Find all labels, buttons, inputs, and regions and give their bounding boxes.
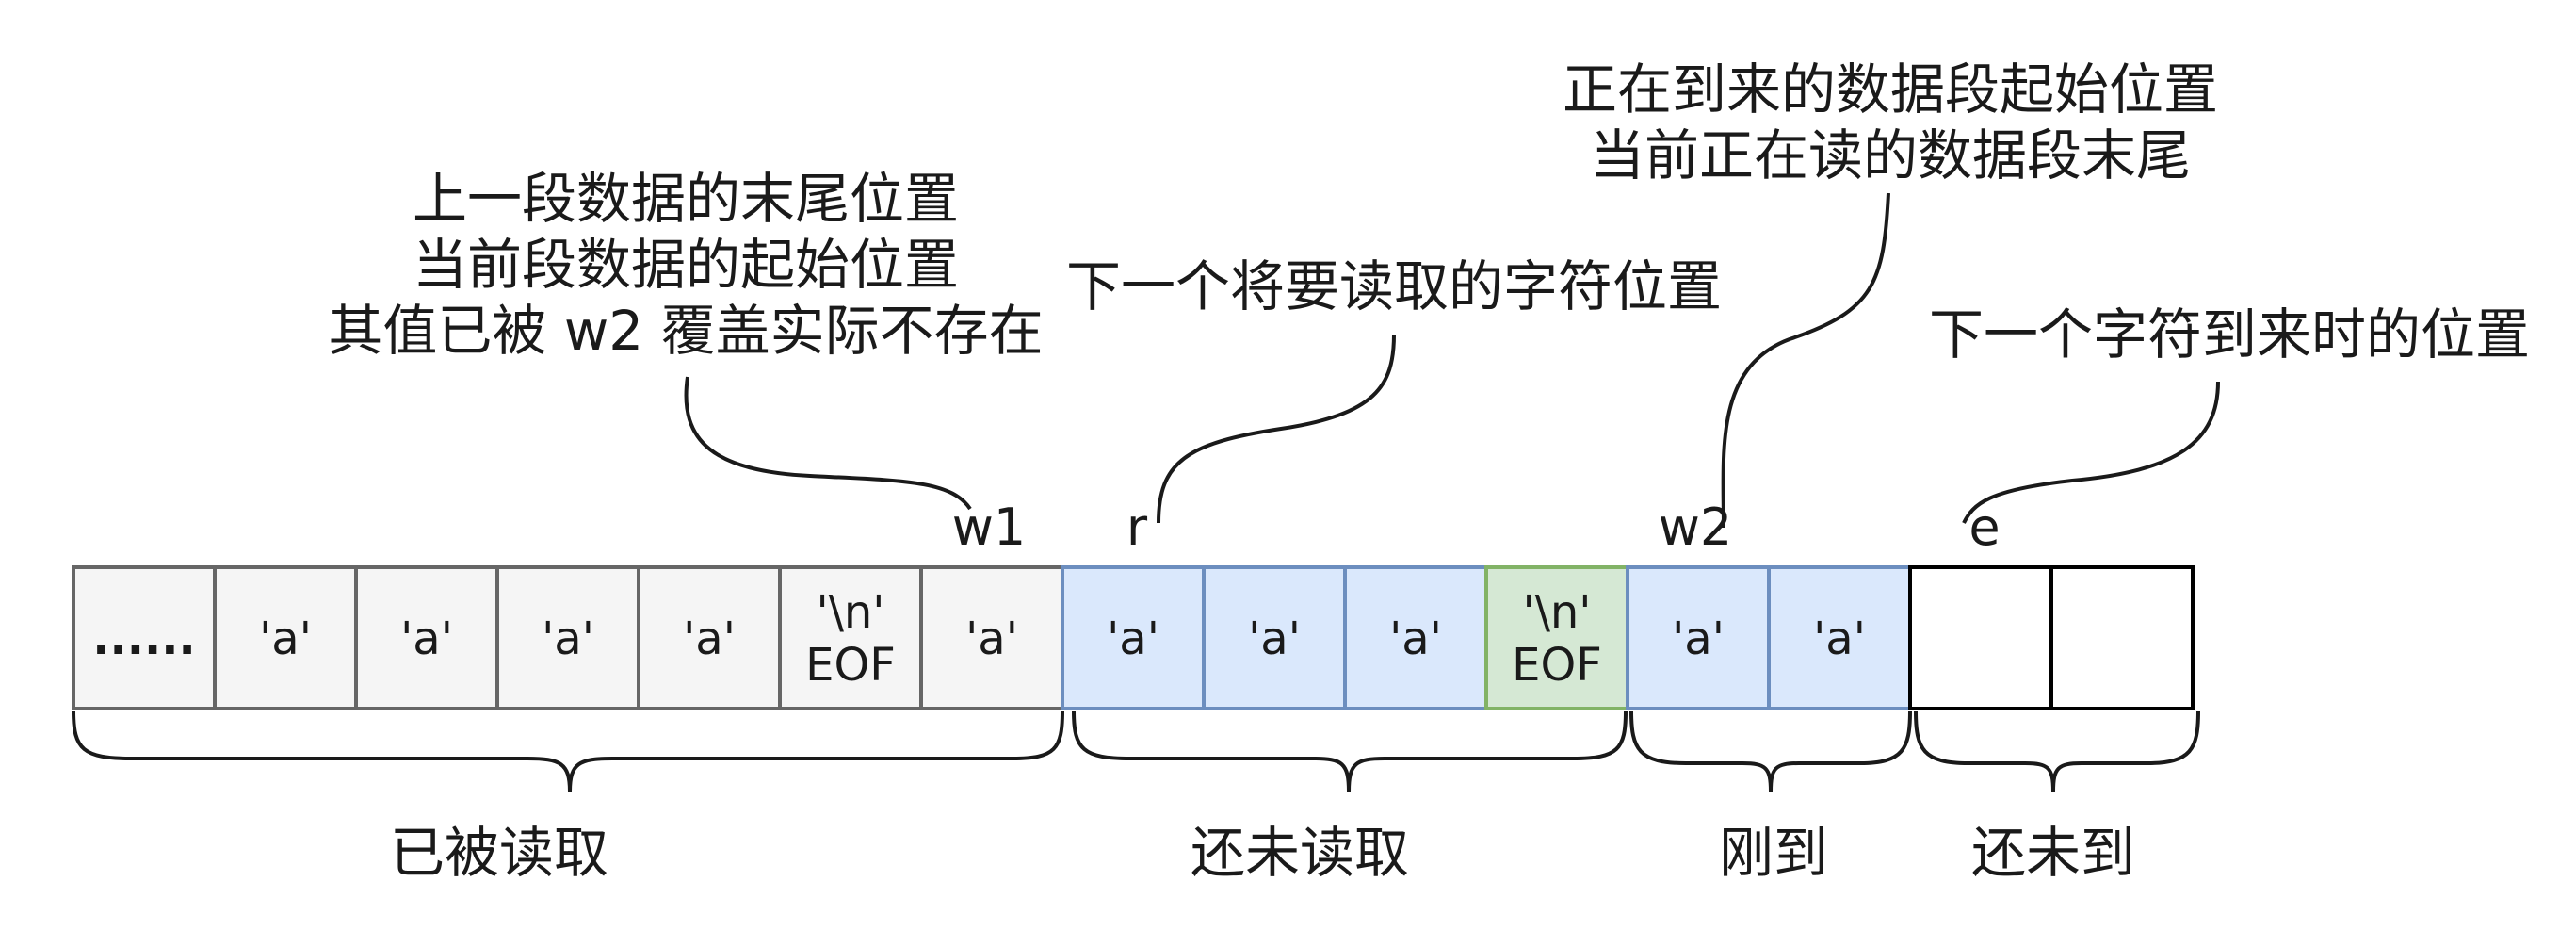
buffer-cell-box	[1061, 565, 1206, 710]
brace-read	[72, 710, 1064, 792]
group-label-just-arrived: 刚到	[1719, 821, 1828, 885]
r-annotation-line-1: 下一个将要读取的字符位置	[1066, 254, 1722, 318]
buffer-cell-box	[1626, 565, 1771, 710]
buffer-cell-label: 'a'	[1389, 612, 1442, 665]
buffer-cell: 'a'	[1061, 565, 1206, 710]
buffer-cell-box	[637, 565, 782, 710]
buffer-cell: 'a'	[213, 565, 358, 710]
buffer-cell-label: '\n'	[1523, 586, 1592, 639]
buffer-cell-box	[354, 565, 499, 710]
buffer-cell-box	[1908, 565, 2053, 710]
buffer-cell-box	[72, 565, 217, 710]
pointer-r: r	[1126, 498, 1148, 557]
buffer-cell: 'a'	[1767, 565, 1912, 710]
buffer-cell-label: 'a'	[1813, 612, 1866, 665]
group-label-read: 已被读取	[390, 821, 608, 885]
buffer-cell: ......	[72, 565, 217, 710]
buffer-cell	[1908, 565, 2053, 710]
buffer-cell: 'a'	[637, 565, 782, 710]
pointer-w2: w2	[1659, 498, 1733, 557]
buffer-cell-label: ......	[92, 612, 195, 665]
buffer-cell-box	[1343, 565, 1488, 710]
buffer-cell: '\n'EOF	[778, 565, 923, 710]
buffer-cell-label: 'a'	[542, 612, 594, 665]
buffer-cell-label: 'a'	[1107, 612, 1159, 665]
w1-annotation-line-1: 上一段数据的末尾位置	[413, 167, 959, 231]
w2-annotation-line-1: 正在到来的数据段起始位置	[1563, 57, 2218, 122]
buffer-cell: '\n'EOF	[1484, 565, 1629, 710]
buffer-cell: 'a'	[919, 565, 1064, 710]
brace-just-arrived	[1629, 710, 1912, 792]
group-label-not-arrived: 还未到	[1971, 821, 2135, 885]
pointer-w1: w1	[952, 498, 1027, 557]
w2-annotation-connector	[1721, 192, 1890, 529]
buffer-cells: ......'a''a''a''a''\n'EOF'a''a''a''a''\n…	[72, 565, 2195, 710]
buffer-cell-box	[1767, 565, 1912, 710]
buffer-cell-label: EOF	[1512, 639, 1602, 692]
buffer-cell	[2049, 565, 2195, 710]
buffer-cell-label: 'a'	[1672, 612, 1725, 665]
buffer-cell-label: 'a'	[259, 612, 312, 665]
brace-unread	[1072, 710, 1628, 792]
buffer-cell-label: 'a'	[1248, 612, 1301, 665]
w2-annotation-line-2: 当前正在读的数据段末尾	[1590, 123, 2191, 188]
buffer-cell-label: '\n'	[817, 586, 885, 639]
buffer-cell-box	[213, 565, 358, 710]
buffer-cell-box	[778, 565, 923, 710]
w1-annotation-connector	[684, 376, 972, 511]
buffer-cell: 'a'	[1202, 565, 1347, 710]
buffer-cell: 'a'	[495, 565, 640, 710]
buffer-cell-box	[919, 565, 1064, 710]
buffer-cell-box	[1202, 565, 1347, 710]
w2-annotation: 正在到来的数据段起始位置 当前正在读的数据段末尾	[1563, 57, 2218, 188]
buffer-cell-label: 'a'	[400, 612, 453, 665]
group-label-unread: 还未读取	[1191, 821, 1409, 885]
r-annotation: 下一个将要读取的字符位置	[1066, 254, 1722, 318]
buffer-cell: 'a'	[354, 565, 499, 710]
buffer-cell-label: 'a'	[683, 612, 736, 665]
w1-annotation-line-2: 当前段数据的起始位置	[413, 233, 959, 297]
e-annotation-connector	[1962, 381, 2220, 524]
buffer-cell: 'a'	[1626, 565, 1771, 710]
w1-annotation: 上一段数据的末尾位置 当前段数据的起始位置 其值已被 w2 覆盖实际不存在	[328, 167, 1043, 363]
buffer-cell-label: EOF	[805, 639, 896, 692]
e-annotation: 下一个字符到来时的位置	[1929, 302, 2530, 367]
w1-annotation-line-3: 其值已被 w2 覆盖实际不存在	[328, 299, 1043, 363]
buffer-cell-label: 'a'	[965, 612, 1018, 665]
r-annotation-connector	[1157, 334, 1396, 524]
buffer-cell: 'a'	[1343, 565, 1488, 710]
buffer-cell-box	[2049, 565, 2195, 710]
brace-not-arrived	[1914, 710, 2200, 792]
e-annotation-line-1: 下一个字符到来时的位置	[1929, 302, 2530, 367]
